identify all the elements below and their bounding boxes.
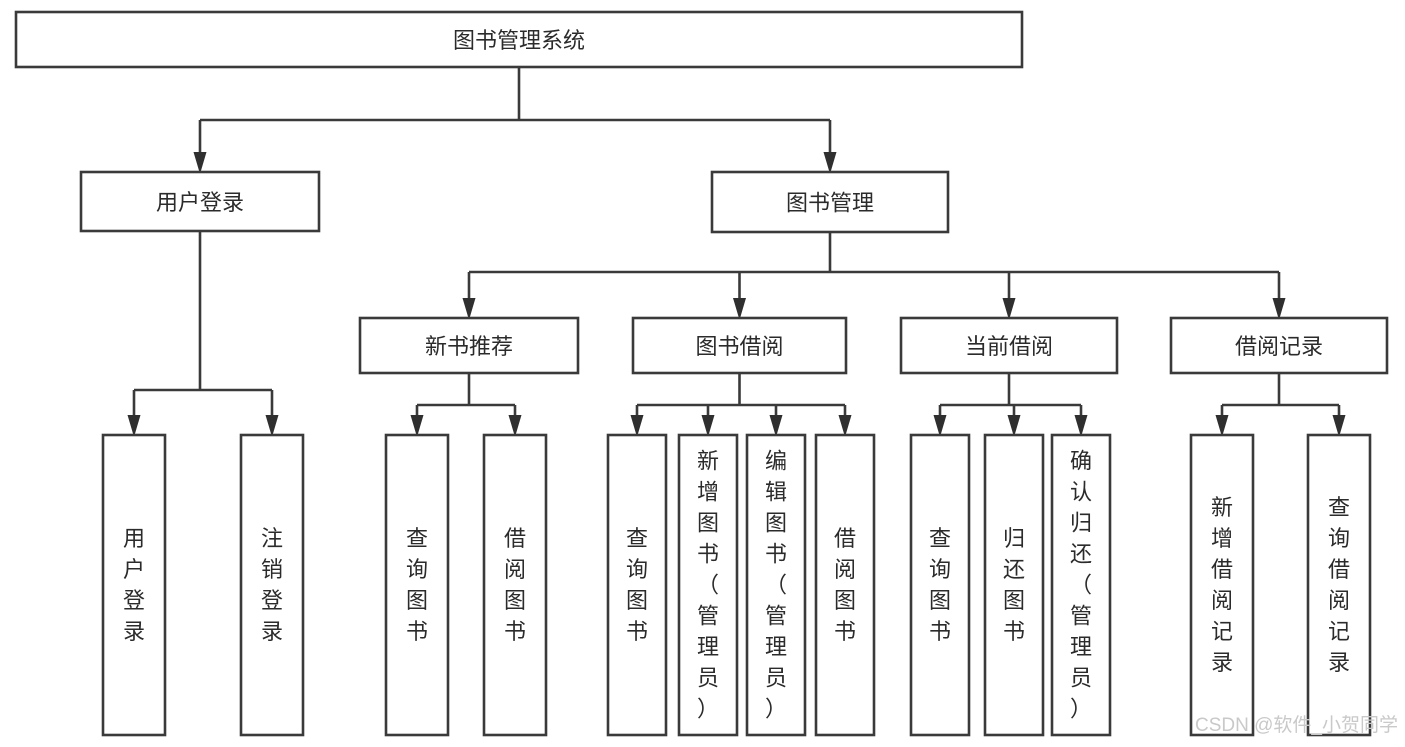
- node-box: [745, 433, 807, 737]
- node-leaf-borrow-book-recommend[interactable]: 借阅图书: [482, 433, 548, 737]
- node-box: [79, 170, 321, 233]
- node-box: [899, 316, 1119, 375]
- node-box: [14, 10, 1024, 69]
- connector-group-book-borrow: [630, 373, 852, 437]
- csdn-watermark: CSDN @软件_小贺同学: [1195, 714, 1398, 736]
- node-box: [983, 433, 1045, 737]
- node-box: [239, 433, 305, 737]
- nodes-layer: 图书管理系统用户登录图书管理新书推荐图书借阅当前借阅借阅记录用户登录注销登录查询…: [14, 10, 1389, 737]
- node-leaf-query-borrow-record[interactable]: 查询借阅记录: [1306, 433, 1372, 737]
- node-root[interactable]: 图书管理系统: [14, 10, 1024, 69]
- node-box: [101, 433, 167, 737]
- node-label: 图书借阅: [695, 334, 783, 359]
- arrow-head-icon: [265, 415, 279, 437]
- node-label: 借阅图书: [504, 526, 526, 644]
- arrow-head-icon: [1272, 298, 1286, 320]
- node-box: [606, 433, 668, 737]
- arrow-head-icon: [769, 415, 783, 437]
- arrow-head-icon: [1007, 415, 1021, 437]
- node-label: 查询图书: [626, 526, 648, 644]
- node-label: 查询借阅记录: [1328, 495, 1350, 675]
- arrow-head-icon: [701, 415, 715, 437]
- node-label: 当前借阅: [965, 334, 1053, 359]
- connector-group-root: [193, 67, 837, 174]
- node-leaf-borrow-book[interactable]: 借阅图书: [814, 433, 876, 737]
- connectors-layer: [127, 67, 1346, 437]
- node-label: 用户登录: [123, 526, 145, 644]
- connector-group-book-management: [462, 232, 1286, 320]
- node-user-login[interactable]: 用户登录: [79, 170, 321, 233]
- node-box: [358, 316, 580, 375]
- node-label: 查询图书: [406, 526, 428, 644]
- node-label: 编辑图书（管理员）: [765, 449, 787, 722]
- arrow-head-icon: [127, 415, 141, 437]
- node-box: [1189, 433, 1255, 737]
- node-box: [631, 316, 848, 375]
- node-label: 注销登录: [261, 526, 283, 644]
- node-book-management[interactable]: 图书管理: [710, 170, 950, 234]
- arrow-head-icon: [1332, 415, 1346, 437]
- arrow-head-icon: [733, 298, 746, 320]
- node-label: 查询图书: [929, 526, 951, 644]
- connector-group-user-login: [127, 231, 279, 437]
- node-new-book-recommend[interactable]: 新书推荐: [358, 316, 580, 375]
- node-leaf-edit-book[interactable]: 编辑图书（管理员）: [745, 433, 807, 737]
- node-box: [482, 433, 548, 737]
- arrow-head-icon: [1074, 415, 1088, 437]
- arrow-head-icon: [630, 415, 644, 437]
- node-borrow-record[interactable]: 借阅记录: [1169, 316, 1389, 375]
- connector-group-borrow-record: [1215, 373, 1346, 437]
- node-leaf-confirm-return[interactable]: 确认归还（管理员）: [1050, 433, 1112, 737]
- node-label: 图书管理: [786, 191, 874, 216]
- node-book-borrow[interactable]: 图书借阅: [631, 316, 848, 375]
- arrow-head-icon: [1002, 298, 1016, 320]
- node-box: [1169, 316, 1389, 375]
- node-leaf-add-book[interactable]: 新增图书（管理员）: [677, 433, 739, 737]
- node-box: [1050, 433, 1112, 737]
- arrow-head-icon: [823, 152, 837, 174]
- node-label: 归还图书: [1003, 526, 1025, 644]
- arrow-head-icon: [1215, 415, 1229, 437]
- node-box: [384, 433, 450, 737]
- node-leaf-logout-login[interactable]: 注销登录: [239, 433, 305, 737]
- node-current-borrow[interactable]: 当前借阅: [899, 316, 1119, 375]
- node-label: 确认归还（管理员）: [1070, 449, 1092, 722]
- node-label: 新书推荐: [425, 334, 513, 359]
- arrow-head-icon: [933, 415, 947, 437]
- arrow-head-icon: [508, 415, 522, 437]
- node-box: [909, 433, 971, 737]
- node-box: [677, 433, 739, 737]
- node-leaf-add-borrow-record[interactable]: 新增借阅记录: [1189, 433, 1255, 737]
- arrow-head-icon: [462, 298, 476, 320]
- arrow-head-icon: [193, 152, 207, 174]
- node-leaf-query-book-borrow[interactable]: 查询图书: [606, 433, 668, 737]
- node-label: 图书管理系统: [453, 28, 585, 53]
- node-box: [814, 433, 876, 737]
- arrow-head-icon: [838, 415, 852, 437]
- node-label: 借阅图书: [834, 526, 856, 644]
- node-box: [1306, 433, 1372, 737]
- connector-group-new-book-recommend: [410, 373, 522, 437]
- node-label: 新增借阅记录: [1211, 495, 1233, 675]
- node-label: 新增图书（管理员）: [697, 449, 719, 722]
- node-label: 借阅记录: [1235, 334, 1323, 359]
- node-leaf-user-login[interactable]: 用户登录: [101, 433, 167, 737]
- connector-group-current-borrow: [933, 373, 1088, 437]
- node-leaf-query-book-current[interactable]: 查询图书: [909, 433, 971, 737]
- node-leaf-query-book-recommend[interactable]: 查询图书: [384, 433, 450, 737]
- node-label: 用户登录: [156, 190, 244, 215]
- node-leaf-return-book[interactable]: 归还图书: [983, 433, 1045, 737]
- arrow-head-icon: [410, 415, 424, 437]
- node-box: [710, 170, 950, 234]
